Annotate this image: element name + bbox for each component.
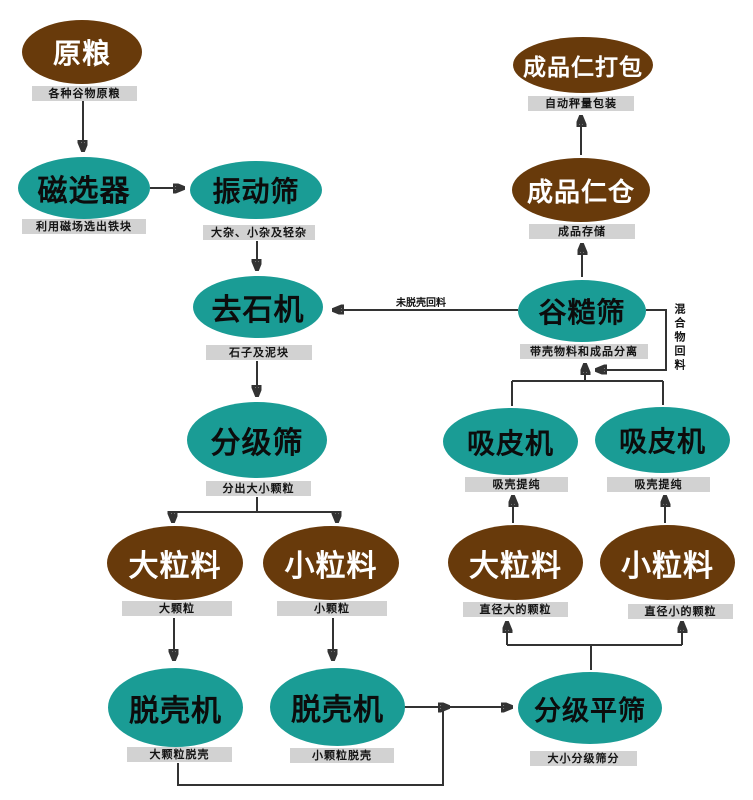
edge-flatsieve-split	[507, 644, 682, 670]
node-aspirator-left: 吸皮机	[443, 408, 578, 475]
node-husker-large: 脱壳机	[108, 668, 243, 747]
node-magnetic-separator: 磁选器	[18, 157, 150, 219]
node-aspirator-right-label: 吸壳提纯	[607, 477, 710, 492]
node-kernel-bin: 成品仁仓	[512, 158, 650, 222]
node-small-material-right: 小粒料	[600, 525, 735, 600]
node-small-material-right-label: 直径小的颗粒	[628, 604, 733, 619]
node-grading-screen: 分级筛	[187, 402, 327, 478]
edge-label-unhulled-return: 未脱壳回料	[396, 298, 446, 309]
node-vibrating-screen: 振动筛	[190, 161, 322, 219]
node-raw-grain: 原粮	[22, 20, 142, 84]
node-large-material-left-label: 大颗粒	[122, 601, 232, 616]
node-aspirator-left-label: 吸壳提纯	[465, 477, 568, 492]
node-paddy-separator-label: 带壳物料和成品分离	[520, 344, 648, 359]
node-small-material-left-label: 小颗粒	[277, 601, 387, 616]
node-flat-grading-sieve-label: 大小分级筛分	[530, 751, 637, 766]
node-flat-grading-sieve: 分级平筛	[518, 672, 662, 744]
node-grading-screen-label: 分出大小颗粒	[206, 481, 311, 496]
edge-huskerlarge-loop	[177, 708, 444, 786]
node-large-material-left: 大粒料	[107, 526, 243, 600]
node-kernel-bin-label: 成品存储	[529, 224, 635, 239]
node-vibrating-screen-label: 大杂、小杂及轻杂	[203, 225, 315, 240]
node-kernel-packing-label: 自动秤量包装	[528, 96, 634, 111]
node-aspirator-right: 吸皮机	[595, 407, 730, 473]
node-kernel-packing: 成品仁打包	[513, 37, 653, 93]
node-husker-large-label: 大颗粒脱壳	[127, 747, 232, 762]
node-destoner-label: 石子及泥块	[206, 345, 312, 360]
node-husker-small-label: 小颗粒脱壳	[290, 748, 394, 763]
node-raw-grain-label: 各种谷物原粮	[32, 86, 137, 101]
node-large-material-right-label: 直径大的颗粒	[463, 602, 568, 617]
edge-label-mixture-return: 混合物回料	[673, 303, 686, 373]
node-husker-small: 脱壳机	[270, 668, 405, 746]
node-large-material-right: 大粒料	[448, 525, 583, 600]
node-small-material-left: 小粒料	[263, 526, 399, 600]
node-paddy-separator: 谷糙筛	[518, 280, 646, 342]
edge-mixture-return-loop	[597, 309, 667, 370]
edge-grading-split-stem	[173, 497, 337, 513]
node-magnetic-separator-label: 利用磁场选出铁块	[22, 219, 146, 234]
node-destoner: 去石机	[193, 276, 323, 338]
edge-aspirators-merge	[511, 380, 664, 406]
